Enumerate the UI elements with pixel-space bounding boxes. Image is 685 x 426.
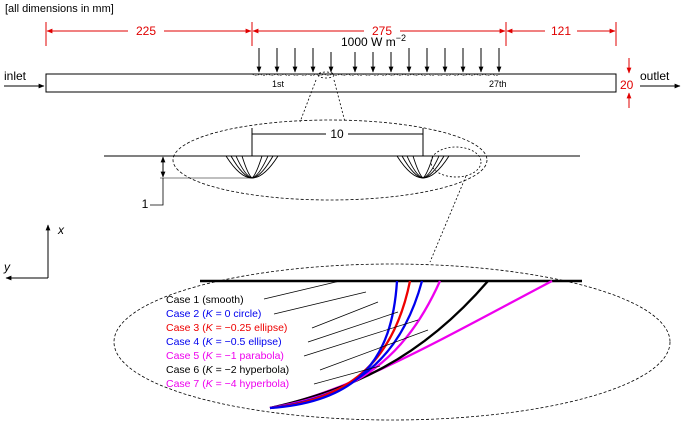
heat-flux-arrows [256,48,502,73]
heat-flux-label: 1000 W m−2 [341,33,406,49]
x-axis-label: x [57,223,65,237]
channel-outline [45,73,617,93]
case-5-label: Case 5 (K = −1 parabola) [166,350,284,362]
first-dimple-label: 1st [272,79,285,89]
case-6-label: Case 6 (K = −2 hyperbola) [166,364,289,376]
case-2-label: Case 2 (K = 0 circle) [166,308,261,320]
detail-callout-small [317,71,335,79]
inlet-label: inlet [4,69,27,83]
outlet-label: outlet [640,69,670,83]
last-dimple-label: 27th [489,79,507,89]
case7-curve [269,279,553,410]
leader-lines [263,280,429,385]
profile-curves [269,279,553,410]
dimple-array [251,73,501,76]
depth-dim: 1 [142,197,149,211]
detail-callout-ellipse [172,119,488,201]
channel-height-dim: 20 [620,78,634,92]
dimensions-note: [all dimensions in mm] [5,3,114,15]
detail-callout-inner [430,146,482,178]
case-legend: Case 1 (smooth) Case 2 (K = 0 circle) Ca… [166,294,289,390]
pitch-dim: 10 [330,127,344,141]
case-1-label: Case 1 (smooth) [166,294,244,306]
heated-length-dim: 275 [372,24,392,38]
zoom-callout-ellipse [113,263,671,421]
y-axis-label: y [3,260,11,274]
case6-curve [269,280,489,410]
dimple-profiles-right [396,155,450,179]
coordinate-axes: x y [3,223,65,281]
upstream-length-dim: 225 [136,24,156,38]
downstream-length-dim: 121 [551,24,571,38]
dimple-profiles-left [225,155,279,179]
case-3-label: Case 3 (K = −0.25 ellipse) [166,322,287,334]
case-7-label: Case 7 (K = −4 hyperbola) [166,378,289,390]
case-4-label: Case 4 (K = −0.5 ellipse) [166,336,282,348]
case2-curve [269,280,399,410]
case5-curve [269,280,442,410]
